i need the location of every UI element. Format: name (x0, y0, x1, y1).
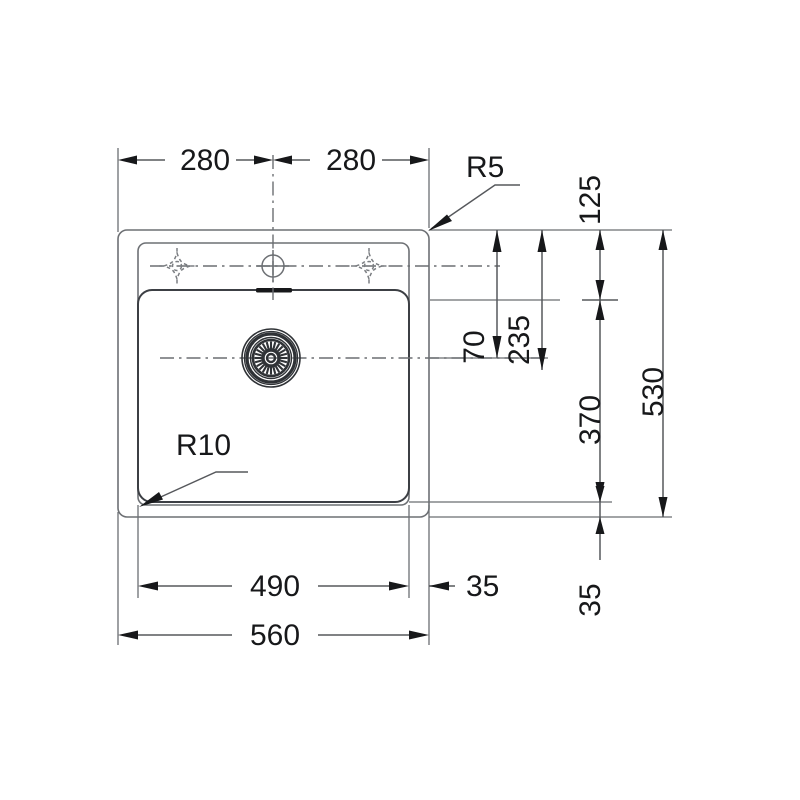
dim-label-r5: R5 (466, 151, 504, 184)
radius-r5-callout: R5 (428, 151, 520, 231)
drain-strainer (241, 328, 301, 388)
tap-hole-right-diamond (353, 250, 385, 282)
dim-235-arrow-bottom (537, 348, 547, 370)
dim-label-280-left: 280 (180, 144, 230, 177)
dim-group-top: 280 280 (118, 144, 429, 177)
drain-ring-inner-1 (249, 336, 293, 380)
dim-560-arrow-start (118, 630, 138, 640)
tap-holes (159, 248, 387, 284)
dim-r5-arrow (428, 214, 452, 231)
drain-ring-outer-1 (241, 328, 301, 388)
dim-label-125: 125 (574, 175, 607, 225)
centerlines (150, 155, 545, 359)
dim-label-370: 370 (574, 395, 607, 445)
drain-ring-inner-2 (251, 338, 291, 378)
dim-70-arrow-bottom (492, 336, 502, 358)
radius-r10-callout: R10 (139, 429, 248, 507)
dim-label-r10: R10 (176, 429, 231, 462)
dim-label-35-right: 35 (574, 583, 607, 616)
dim-530-arrow-top (658, 230, 668, 250)
sink-bowl (137, 289, 410, 503)
dim-490-arrow-start (138, 581, 158, 591)
dim-35-right-arrow-bottom (595, 517, 605, 534)
dim-label-490: 490 (250, 570, 300, 603)
sink-outer-rim (117, 229, 430, 518)
dim-label-70: 70 (458, 330, 491, 363)
dim-530-arrow-bottom (658, 497, 668, 517)
dim-280-right-arrow-start (273, 155, 292, 165)
dim-235-arrow-top (537, 230, 547, 252)
drain-ring-outer-2 (243, 330, 299, 386)
drain-slots (254, 341, 288, 375)
dim-280-left-arrow-start (118, 155, 137, 165)
tap-hole-left (159, 248, 195, 284)
dim-group-right: 70 235 125 370 35 530 (458, 175, 670, 617)
overflow-slot (256, 288, 292, 293)
dim-35-bottom-arrow (429, 581, 449, 591)
dim-label-560: 560 (250, 619, 300, 652)
tap-hole-left-circle (171, 260, 183, 272)
dim-label-235: 235 (503, 315, 536, 365)
dim-group-bottom: 490 35 560 (118, 570, 499, 652)
drain-hub-inner (265, 352, 277, 364)
drain-ring-body (245, 332, 297, 384)
dim-label-280-right: 280 (326, 144, 376, 177)
dim-r10-leader-line (142, 471, 248, 506)
tap-hole-center (257, 250, 289, 282)
dim-r5-leader-line (430, 184, 520, 230)
extension-lines (117, 148, 672, 645)
dim-70-arrow-top (492, 230, 502, 252)
dim-125-arrow-bottom (595, 280, 605, 300)
dim-r10-arrow (139, 492, 163, 507)
dim-560-arrow-end (409, 630, 429, 640)
dim-label-530: 530 (637, 367, 670, 417)
dim-125-arrow-top (595, 230, 605, 250)
dim-35-right-arrow-top (595, 486, 605, 502)
dim-490-arrow-end (389, 581, 409, 591)
tap-hole-right-circle (363, 260, 375, 272)
dim-280-left-arrow-end (254, 155, 273, 165)
tap-hole-left-diamond (161, 250, 193, 282)
tap-hole-right (351, 248, 387, 284)
dim-370-arrow-top (595, 300, 605, 320)
dim-label-35-bottom: 35 (466, 570, 499, 603)
dim-280-right-arrow-end (410, 155, 429, 165)
drain-hub-outer (261, 348, 281, 368)
